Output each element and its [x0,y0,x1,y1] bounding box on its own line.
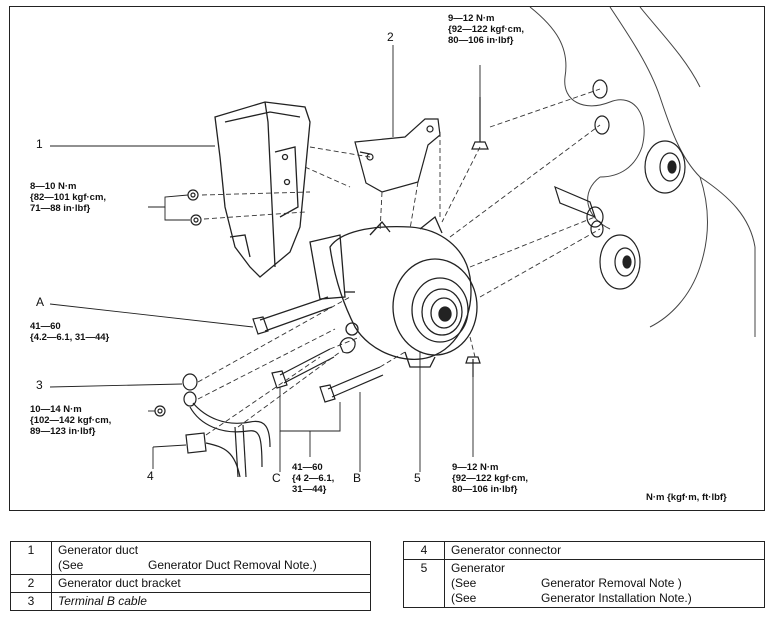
duct-nut-lower [190,214,202,226]
generator-connector [185,424,247,478]
bolt-C [271,348,335,389]
exploded-view-drawing [49,7,756,478]
bolt-A [252,296,333,335]
callout-3: 3 [36,378,43,392]
terminal-b-cable [154,373,271,468]
torque-spec-top: 9—12 N·m{92—122 kgf·cm,80—106 in·lbf} [448,13,525,46]
torque-spec-bolts-BC: 41—60{4 2—6.1,31—44} [292,462,335,495]
torque-spec-bolt-A: 41—60{4.2—6.1, 31—44} [30,321,110,343]
duct-nut-upper [187,189,199,201]
bolt-B [319,366,384,403]
engine-block [529,7,756,337]
generator-duct-bracket [354,118,441,193]
callout-A: A [36,295,45,309]
callout-2: 2 [387,30,394,44]
legend-description: Generator duct bracket [51,574,371,593]
idler-pulley-upper [644,140,686,194]
callout-B: B [353,471,362,485]
generator-body [309,215,478,368]
callout-1: 1 [36,137,43,151]
units-note: N·m {kgf·m, ft·lbf} [646,492,727,503]
legend-number: 3 [10,592,52,611]
legend-row: 2 Generator duct bracket [10,574,371,593]
legend-number: 2 [10,574,52,593]
generator-duct [214,101,311,278]
legend-number: 1 [10,541,52,575]
torque-spec-right: 9—12 N·m{92—122 kgf·cm,80—106 in·lbf} [452,462,529,495]
legend-row: 3 Terminal B cable [10,592,371,611]
callout-5: 5 [414,471,421,485]
callout-4: 4 [147,469,154,483]
legend-row: 4 Generator connector [403,541,765,560]
torque-spec-terminal-b: 10—14 N·m{102—142 kgf·cm,89—123 in·lbf} [30,404,112,437]
legend-number: 4 [403,541,445,560]
callout-C: C [272,471,281,485]
generator-bolt-right [465,356,481,377]
torque-spec-duct: 8—10 N·m{82—101 kgf·cm,71—88 in·lbf} [30,181,107,214]
legend-description: Generator connector [444,541,765,560]
legend-number: 5 [403,559,445,608]
legend-description: Terminal B cable [51,592,371,611]
idler-pulley-lower [599,234,641,290]
bracket-bolt-top [471,97,489,150]
diagram-frame: 1 2 3 4 5 A B C 9—12 N·m{92—122 kgf·cm,8… [9,6,765,511]
